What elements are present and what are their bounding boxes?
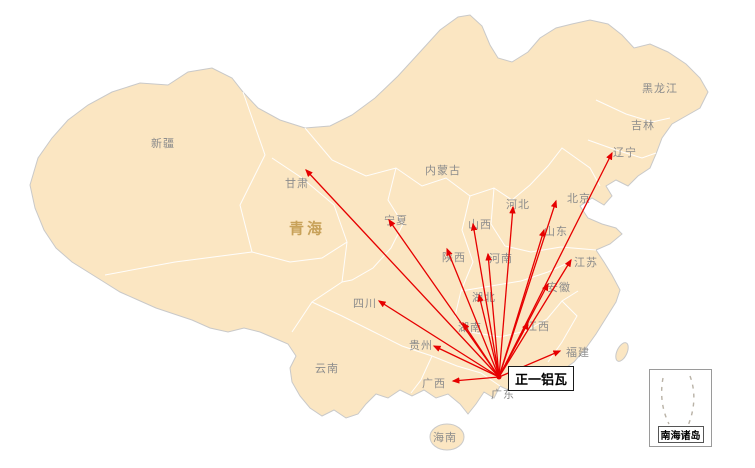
origin-label: 正一铝瓦 (508, 366, 575, 391)
province-label: 湖南 (458, 321, 482, 334)
province-label: 山西 (468, 218, 492, 231)
province-label: 广西 (422, 377, 446, 390)
province-label: 贵州 (409, 339, 433, 352)
province-label: 辽宁 (613, 146, 637, 159)
inset-label: 南海诸岛 (657, 426, 704, 443)
province-label: 北京 (567, 192, 591, 205)
province-label: 甘肃 (285, 177, 309, 190)
province-label: 海南 (433, 431, 457, 444)
province-label: 黑龙江 (642, 82, 678, 95)
province-label: 陕西 (442, 251, 466, 264)
hainan-island (429, 423, 465, 451)
province-label: 吉林 (631, 119, 655, 132)
province-label: 江苏 (574, 256, 598, 269)
province-label: 广东 (491, 388, 515, 401)
nine-dash-line (660, 375, 695, 429)
province-label: 江西 (526, 320, 550, 333)
south-china-sea-inset: 南海诸岛 (649, 369, 712, 447)
province-label: 云南 (315, 362, 339, 375)
province-label: 四川 (353, 297, 377, 310)
province-label: 河南 (489, 252, 513, 265)
province-label: 安徽 (547, 281, 571, 294)
province-label: 湖北 (472, 291, 496, 304)
province-label: 新疆 (151, 137, 175, 150)
province-label: 河北 (506, 198, 530, 211)
china-outline (29, 14, 709, 419)
province-label: 宁夏 (384, 214, 408, 227)
province-label: 内蒙古 (425, 164, 461, 177)
taiwan-island (615, 342, 629, 362)
province-label: 福建 (566, 346, 590, 359)
province-label: 山东 (544, 225, 568, 238)
province-label: 青海 (288, 219, 326, 238)
